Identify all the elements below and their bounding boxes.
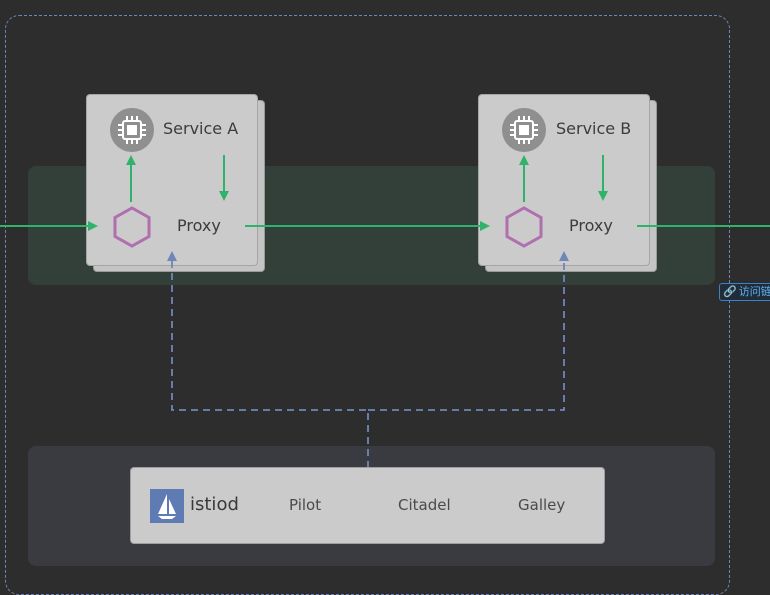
istiod-box[interactable] — [131, 468, 604, 543]
istio-sail-icon — [150, 489, 184, 523]
access-link-badge[interactable]: 🔗访问链 — [719, 283, 770, 301]
galley-label: Galley — [518, 496, 566, 514]
access-link-label: 访问链 — [738, 285, 770, 298]
hexagon-icon — [505, 206, 543, 248]
istiod-label: istiod — [190, 494, 239, 515]
service-a-title: Service A — [163, 119, 239, 138]
a-control-arrowhead — [167, 251, 177, 261]
istiod-to-a-control-line — [171, 255, 369, 468]
service-a-proxy-label: Proxy — [177, 216, 221, 235]
cpu-chip-icon — [110, 108, 154, 152]
cpu-chip-icon — [502, 108, 546, 152]
hexagon-icon — [113, 206, 151, 248]
istiod-to-b-control-line — [368, 255, 565, 411]
b-control-arrowhead — [559, 251, 569, 261]
service-b-proxy-label: Proxy — [569, 216, 613, 235]
service-b-title: Service B — [556, 119, 632, 138]
link-icon: 🔗 — [723, 285, 737, 298]
pilot-label: Pilot — [289, 496, 322, 514]
citadel-label: Citadel — [398, 496, 451, 514]
